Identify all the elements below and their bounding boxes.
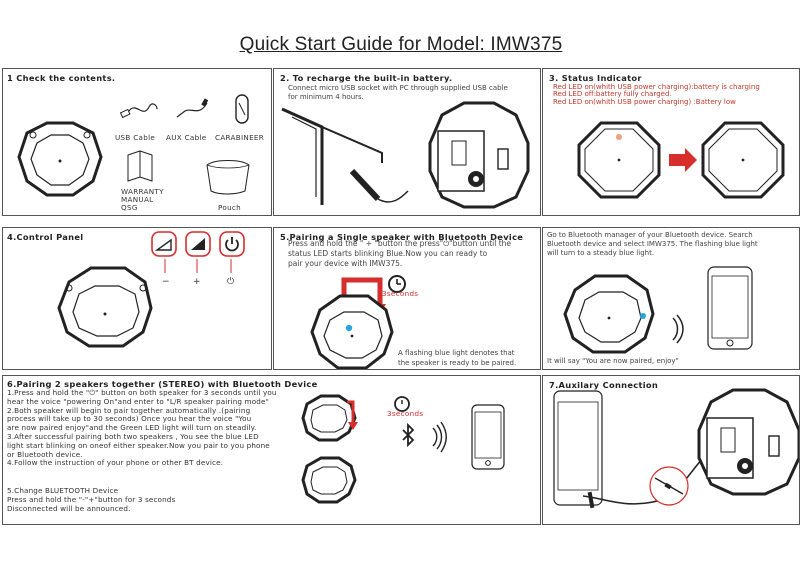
instruction-text: status LED starts blinking Blue.Now you …: [288, 249, 488, 258]
usb-cable-label: USB Cable: [115, 133, 156, 142]
caption-text: the speaker is ready to be paired.: [398, 359, 517, 367]
panel-status-indicator: 3. Status Indicator Red LED on(whith USB…: [542, 68, 800, 216]
aux-cable-icon: [176, 98, 209, 118]
instruction-text: for minimum 4 hours.: [288, 93, 364, 101]
status-text: Red LED on(whith USB power charging):bat…: [553, 83, 760, 91]
caption-text: It will say "You are now paired, enjoy": [547, 357, 679, 365]
speaker-illustration: [310, 294, 394, 369]
speaker-led-on-illustration: [577, 121, 661, 199]
speaker-back-illustration: [697, 388, 799, 496]
phone-icon: [471, 404, 505, 470]
manual-icon: [127, 150, 153, 182]
instruction-line: Disconnected will be announced.: [7, 503, 131, 513]
pouch-label: Pouch: [218, 203, 242, 212]
arrow-right-icon: [669, 148, 697, 172]
control-callout-lines: [164, 259, 232, 273]
instruction-line: are now paired enjoy"and the Green LED l…: [7, 423, 257, 433]
carabiner-icon: [235, 94, 249, 124]
seconds-label: 3seconds: [387, 409, 424, 418]
speaker-led-off-illustration: [701, 121, 785, 199]
power-icon: [219, 231, 245, 257]
panel-pairing-single: 5.Pairing a Single speaker with Bluetoot…: [273, 227, 541, 370]
section-heading: 5.Pairing a Single speaker with Bluetoot…: [280, 232, 524, 242]
warranty-label: WARRANTY: [121, 187, 164, 196]
panel-control-panel: 4.Control Panel − + ⏻: [2, 227, 272, 370]
volume-up-icon: [185, 231, 211, 257]
instruction-line: light start blinking on oneof either spe…: [7, 440, 270, 450]
aux-cable-illustration: [582, 451, 712, 509]
instruction-line: process will take up to 30 seconds) Once…: [7, 414, 252, 424]
volume-down-icon: [151, 231, 177, 257]
instruction-text: Press and hold the " + "button the press…: [288, 239, 512, 248]
speaker-bottom-illustration: [301, 456, 357, 504]
instruction-text: pair your device with IMW375.: [288, 259, 403, 268]
phone-icon: [553, 390, 603, 506]
instruction-line: 1.Press and hold the "⏻" button on both …: [7, 388, 277, 397]
speaker-illustration: [17, 121, 103, 197]
timer-icon: [394, 396, 410, 412]
speaker-top-illustration: [301, 394, 357, 442]
section-heading: 4.Control Panel: [7, 232, 84, 242]
instruction-text: Bluetooth device and select IMW375. The …: [547, 240, 758, 248]
instruction-line: hear the voice "powering On"and enter to…: [7, 396, 269, 406]
speaker-back-illustration: [428, 101, 530, 209]
panel-pairing-stereo: 6.Pairing 2 speakers together (STEREO) w…: [2, 375, 541, 525]
plus-label: +: [193, 277, 201, 287]
instruction-text: will turn to a steady blue light.: [547, 249, 655, 257]
panel-aux-connection: 7.Auxilary Connection: [542, 375, 800, 525]
section-heading: 1 Check the contents.: [7, 73, 116, 83]
instruction-text: Go to Bluetooth manager of your Bluetoot…: [547, 231, 753, 239]
power-label: ⏻: [227, 277, 235, 287]
speaker-illustration: [563, 274, 655, 354]
status-text: Red LED on(whith USB power charging) :Ba…: [553, 98, 736, 106]
blue-led-icon: [345, 324, 353, 332]
signal-waves-icon: [672, 314, 684, 344]
status-text: Red LED off:battery fully charged.: [553, 90, 672, 98]
instruction-line: 5.Change BLUETOOTH Device: [7, 486, 119, 495]
usb-cable-icon: [119, 103, 158, 119]
qsg-label: QSG: [121, 203, 138, 212]
carabineer-label: CARABINEER: [215, 133, 265, 142]
laptop-illustration: [281, 107, 409, 205]
seconds-label: 3seconds: [382, 289, 419, 298]
instruction-text: Connect micro USB socket with PC through…: [288, 84, 508, 92]
section-heading: 3. Status Indicator: [549, 73, 642, 83]
caption-text: A flashing blue light denotes that: [398, 349, 515, 357]
section-heading: 2. To recharge the built-in battery.: [280, 73, 453, 83]
panel-bluetooth-manager: Go to Bluetooth manager of your Bluetoot…: [542, 227, 800, 370]
manual-label: MANUAL: [121, 195, 154, 204]
phone-icon: [707, 266, 753, 350]
instruction-line: 3.After successful pairing both two spea…: [7, 431, 259, 441]
minus-label: −: [162, 277, 170, 287]
bluetooth-icon: [402, 422, 415, 448]
aux-cable-label: AUX Cable: [166, 133, 207, 142]
section-heading: 6.Pairing 2 speakers together (STEREO) w…: [7, 379, 318, 389]
speaker-illustration: [57, 266, 153, 348]
press-arrows-icon: [347, 400, 358, 430]
magnifier-callout-icon: [649, 466, 689, 506]
instruction-list: 1.Press and hold the "⏻" button on both …: [7, 388, 277, 468]
panel-check-contents: 1 Check the contents. USB Cable AUX Cabl…: [2, 68, 272, 216]
instruction-line: 2.Both speaker will begin to pair togeth…: [7, 405, 251, 415]
page-title: Quick Start Guide for Model: IMW375: [239, 34, 563, 55]
signal-waves-icon: [432, 421, 447, 453]
panel-recharge: 2. To recharge the built-in battery. Con…: [273, 68, 541, 216]
timer-icon: [388, 275, 406, 293]
instruction-line: Press and hold the "-"+"button for 3 sec…: [7, 494, 176, 504]
instruction-line: 4.Follow the instruction of your phone o…: [7, 458, 224, 468]
instruction-line: or Bluetooth device.: [7, 449, 83, 459]
section-heading: 7.Auxilary Connection: [549, 380, 659, 390]
pouch-icon: [206, 160, 250, 195]
change-device-text: 5.Change BLUETOOTH Device Press and hold…: [7, 486, 176, 513]
